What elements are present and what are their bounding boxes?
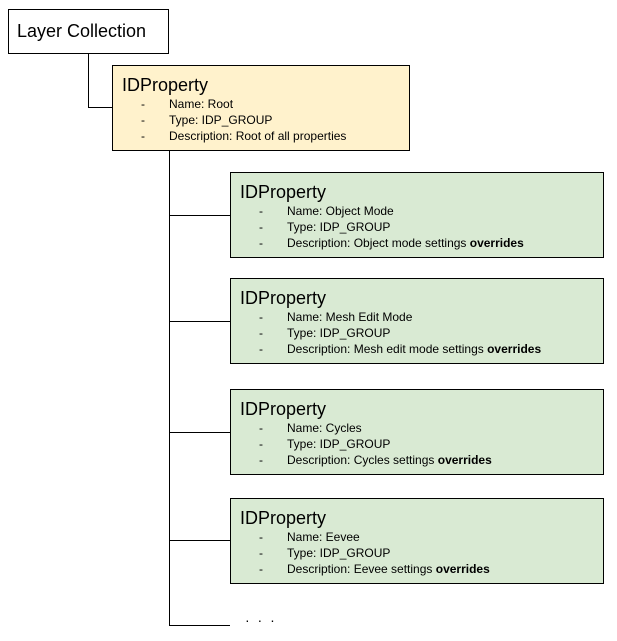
dash-bullet: -: [259, 342, 263, 356]
idproperty-root-node: IDProperty - Name: Root - Type: IDP_GROU…: [112, 65, 410, 151]
property-name-text: Name: Object Mode: [287, 204, 394, 218]
idproperty-title: IDProperty: [240, 399, 327, 419]
dash-bullet: -: [259, 562, 263, 576]
idproperty-cycles-node: IDProperty - Name: Cycles - Type: IDP_GR…: [230, 389, 604, 475]
dash-bullet: -: [259, 453, 263, 467]
property-name-text: Name: Cycles: [287, 421, 362, 435]
dash-bullet: -: [259, 326, 263, 340]
property-description-text: Description: Eevee settings: [287, 562, 436, 576]
property-list: - Name: Mesh Edit Mode - Type: IDP_GROUP…: [240, 309, 595, 357]
property-description-text: Description: Root of all properties: [169, 129, 347, 143]
property-name-item: - Name: Object Mode: [240, 203, 595, 219]
property-type-text: Type: IDP_GROUP: [287, 326, 391, 340]
property-description-text: Description: Cycles settings: [287, 453, 438, 467]
dash-bullet: -: [259, 437, 263, 451]
property-name-item: - Name: Eevee: [240, 529, 595, 545]
property-list: - Name: Eevee - Type: IDP_GROUP - Descri…: [240, 529, 595, 577]
dash-bullet: -: [259, 530, 263, 544]
dash-bullet: -: [141, 97, 145, 111]
property-list: - Name: Object Mode - Type: IDP_GROUP - …: [240, 203, 595, 251]
property-name-item: - Name: Root: [122, 96, 401, 112]
property-type-item: - Type: IDP_GROUP: [240, 545, 595, 561]
overrides-keyword: overrides: [487, 342, 542, 356]
dash-bullet: -: [141, 113, 145, 127]
property-type-item: - Type: IDP_GROUP: [240, 219, 595, 235]
continuation-ellipsis: · · ·: [245, 612, 277, 628]
property-name-item: - Name: Mesh Edit Mode: [240, 309, 595, 325]
overrides-keyword: overrides: [469, 236, 524, 250]
property-list: - Name: Root - Type: IDP_GROUP - Descrip…: [122, 96, 401, 144]
idproperty-eevee-node: IDProperty - Name: Eevee - Type: IDP_GRO…: [230, 498, 604, 584]
dash-bullet: -: [259, 546, 263, 560]
property-description-item: - Description: Root of all properties: [122, 128, 401, 144]
idproperty-mesh-edit-mode-node: IDProperty - Name: Mesh Edit Mode - Type…: [230, 278, 604, 364]
idproperty-title: IDProperty: [122, 75, 209, 95]
property-description-text: Description: Object mode settings: [287, 236, 470, 250]
dash-bullet: -: [259, 220, 263, 234]
property-description-item: - Description: Eevee settings overrides: [240, 561, 595, 577]
property-name-text: Name: Eevee: [287, 530, 360, 544]
property-name-item: - Name: Cycles: [240, 420, 595, 436]
layer-collection-node: Layer Collection: [8, 9, 169, 54]
idproperty-title: IDProperty: [240, 508, 327, 528]
idproperty-title: IDProperty: [240, 182, 327, 202]
property-name-text: Name: Root: [169, 97, 234, 111]
dash-bullet: -: [259, 421, 263, 435]
dash-bullet: -: [259, 236, 263, 250]
property-type-text: Type: IDP_GROUP: [169, 113, 273, 127]
dash-bullet: -: [141, 129, 145, 143]
property-type-item: - Type: IDP_GROUP: [240, 436, 595, 452]
property-list: - Name: Cycles - Type: IDP_GROUP - Descr…: [240, 420, 595, 468]
property-name-text: Name: Mesh Edit Mode: [287, 310, 413, 324]
dash-bullet: -: [259, 204, 263, 218]
layer-collection-label: Layer Collection: [17, 21, 147, 41]
dash-bullet: -: [259, 310, 263, 324]
overrides-keyword: overrides: [435, 562, 490, 576]
idproperty-object-mode-node: IDProperty - Name: Object Mode - Type: I…: [230, 172, 604, 258]
property-description-text: Description: Mesh edit mode settings: [287, 342, 488, 356]
idproperty-title: IDProperty: [240, 288, 327, 308]
property-type-item: - Type: IDP_GROUP: [240, 325, 595, 341]
property-description-item: - Description: Object mode settings over…: [240, 235, 595, 251]
property-type-text: Type: IDP_GROUP: [287, 437, 391, 451]
property-type-item: - Type: IDP_GROUP: [122, 112, 401, 128]
property-description-item: - Description: Mesh edit mode settings o…: [240, 341, 595, 357]
property-description-item: - Description: Cycles settings overrides: [240, 452, 595, 468]
property-type-text: Type: IDP_GROUP: [287, 220, 391, 234]
property-type-text: Type: IDP_GROUP: [287, 546, 391, 560]
overrides-keyword: overrides: [437, 453, 492, 467]
